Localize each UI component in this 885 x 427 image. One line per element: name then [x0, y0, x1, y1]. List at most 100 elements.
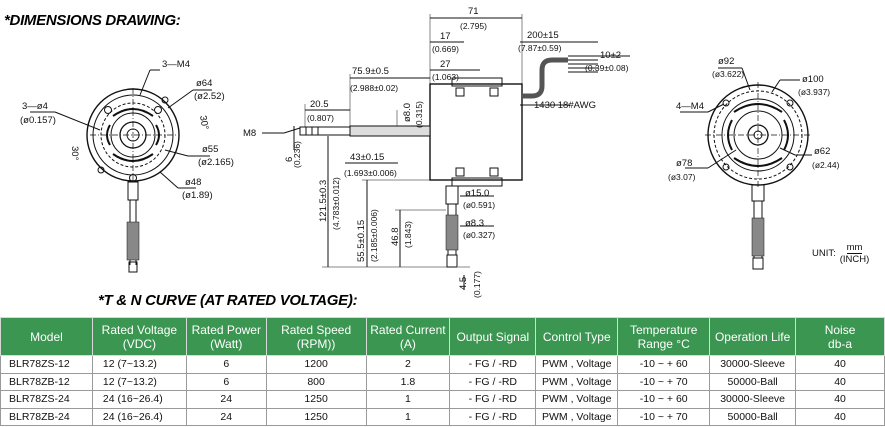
- column-header: Model: [0, 317, 93, 356]
- svg-text:200±15: 200±15: [527, 30, 559, 41]
- table-cell: 1: [365, 390, 451, 409]
- table-cell: PWM , Voltage: [535, 355, 619, 374]
- table-cell: -10 ~ + 70: [617, 372, 711, 391]
- table-cell: BLR78ZS-24: [0, 390, 93, 409]
- column-header: Output Signal: [449, 317, 537, 356]
- svg-text:(ø3.622): (ø3.622): [712, 69, 744, 79]
- svg-text:ø8.0: ø8.0: [402, 103, 413, 122]
- column-header-line: (RPM)): [296, 336, 336, 351]
- table-cell: 1200: [265, 355, 367, 374]
- table-cell: 1: [365, 407, 451, 426]
- table-cell: BLR78ZS-12: [0, 355, 93, 374]
- column-header-line: Output Signal: [456, 329, 530, 344]
- tn-curve-heading: *T & N CURVE (AT RATED VOLTAGE):: [98, 292, 358, 309]
- svg-text:M8: M8: [243, 128, 256, 139]
- back-view: [680, 67, 812, 270]
- column-header: Rated Current(A): [365, 317, 451, 356]
- table-cell: 30000-Sleeve: [709, 390, 797, 409]
- svg-text:ø8.3: ø8.3: [465, 218, 484, 229]
- svg-text:71: 71: [468, 6, 479, 17]
- svg-text:(ø1.89): (ø1.89): [182, 190, 213, 201]
- drawing-canvas: 3—M4 ø64 (ø2.52) 3—ø4 (ø0.157) 30° 30° ø…: [20, 6, 840, 298]
- column-header: Control Type: [535, 317, 619, 356]
- svg-text:17: 17: [440, 31, 451, 42]
- table-cell: 40: [795, 355, 885, 374]
- table-cell: 12 (7~13.2): [91, 355, 187, 374]
- svg-text:4.5: 4.5: [458, 277, 469, 290]
- table-cell: 24 (16~26.4): [91, 407, 187, 426]
- column-header: Rated Speed(RPM)): [265, 317, 367, 356]
- dimensions-drawing: 3—M4 ø64 (ø2.52) 3—ø4 (ø0.157) 30° 30° ø…: [20, 6, 840, 298]
- column-header-line: Rated Speed: [281, 322, 352, 337]
- column-header: Operation Life: [709, 317, 797, 356]
- column-header-line: Rated Power: [191, 322, 261, 337]
- svg-text:(0.177): (0.177): [472, 271, 482, 298]
- column-header-line: (Watt): [210, 336, 243, 351]
- table-cell: BLR78ZB-12: [0, 372, 93, 391]
- table-cell: 40: [795, 390, 885, 409]
- front-view-labels: 3—M4 ø64 (ø2.52) 3—ø4 (ø0.157) 30° 30° ø…: [20, 59, 234, 201]
- column-header-line: Operation Life: [714, 329, 791, 344]
- svg-text:ø100: ø100: [802, 74, 824, 85]
- column-header-line: Range °C: [637, 336, 690, 351]
- table-cell: 30000-Sleeve: [709, 355, 797, 374]
- svg-text:4—M4: 4—M4: [676, 101, 704, 112]
- column-header-line: db-a: [828, 336, 853, 351]
- front-view: [30, 69, 212, 273]
- svg-text:(ø2.52): (ø2.52): [194, 91, 225, 102]
- svg-text:ø78: ø78: [676, 158, 692, 169]
- column-header-line: (VDC): [122, 336, 157, 351]
- table-cell: 6: [185, 372, 267, 391]
- table-cell: 24 (16~26.4): [91, 390, 187, 409]
- table-cell: - FG / -RD: [449, 355, 537, 374]
- column-header: Rated Voltage(VDC): [91, 317, 187, 356]
- table-cell: PWM , Voltage: [535, 372, 619, 391]
- table-cell: 40: [795, 372, 885, 391]
- unit-inch: (INCH): [839, 254, 870, 265]
- table-cell: 1250: [265, 390, 367, 409]
- svg-text:(1.063): (1.063): [432, 72, 459, 82]
- svg-text:ø92: ø92: [718, 56, 734, 67]
- unit-legend: UNIT: mm (INCH): [812, 242, 869, 265]
- svg-text:(1.693±0.006): (1.693±0.006): [344, 168, 397, 178]
- svg-text:6: 6: [284, 157, 295, 162]
- svg-text:10±2: 10±2: [600, 50, 621, 61]
- table-cell: - FG / -RD: [449, 407, 537, 426]
- svg-text:(0.807): (0.807): [307, 113, 334, 123]
- svg-text:55.5±0.15: 55.5±0.15: [356, 220, 367, 262]
- svg-text:(ø2.165): (ø2.165): [198, 157, 234, 168]
- svg-text:ø64: ø64: [196, 78, 212, 89]
- column-header-line: (A): [399, 336, 416, 351]
- table-cell: - FG / -RD: [449, 390, 537, 409]
- svg-text:43±0.15: 43±0.15: [350, 152, 384, 163]
- column-header-line: Noise: [824, 322, 856, 337]
- unit-mm: mm: [846, 242, 863, 254]
- table-cell: 2: [365, 355, 451, 374]
- svg-text:(0.236): (0.236): [292, 141, 302, 168]
- svg-text:(ø0.591): (ø0.591): [463, 200, 495, 210]
- table-cell: -10 ~ + 60: [617, 355, 711, 374]
- table-cell: 1.8: [365, 372, 451, 391]
- svg-text:30°: 30°: [69, 146, 80, 161]
- svg-text:(ø0.157): (ø0.157): [20, 115, 56, 126]
- svg-text:(1.843): (1.843): [403, 221, 413, 248]
- svg-text:(ø0.327): (ø0.327): [463, 230, 495, 240]
- svg-text:ø15.0: ø15.0: [465, 188, 489, 199]
- svg-text:46.8: 46.8: [390, 228, 401, 247]
- table-cell: 1250: [265, 407, 367, 426]
- column-header: Rated Power(Watt): [185, 317, 267, 356]
- table-cell: 50000-Ball: [709, 407, 797, 426]
- svg-text:30°: 30°: [197, 115, 210, 131]
- svg-text:(2.988±0.02): (2.988±0.02): [350, 83, 398, 93]
- svg-text:(4.783±0.012): (4.783±0.012): [331, 177, 341, 230]
- svg-text:(ø3.937): (ø3.937): [798, 87, 830, 97]
- svg-text:(0.39±0.08): (0.39±0.08): [585, 63, 629, 73]
